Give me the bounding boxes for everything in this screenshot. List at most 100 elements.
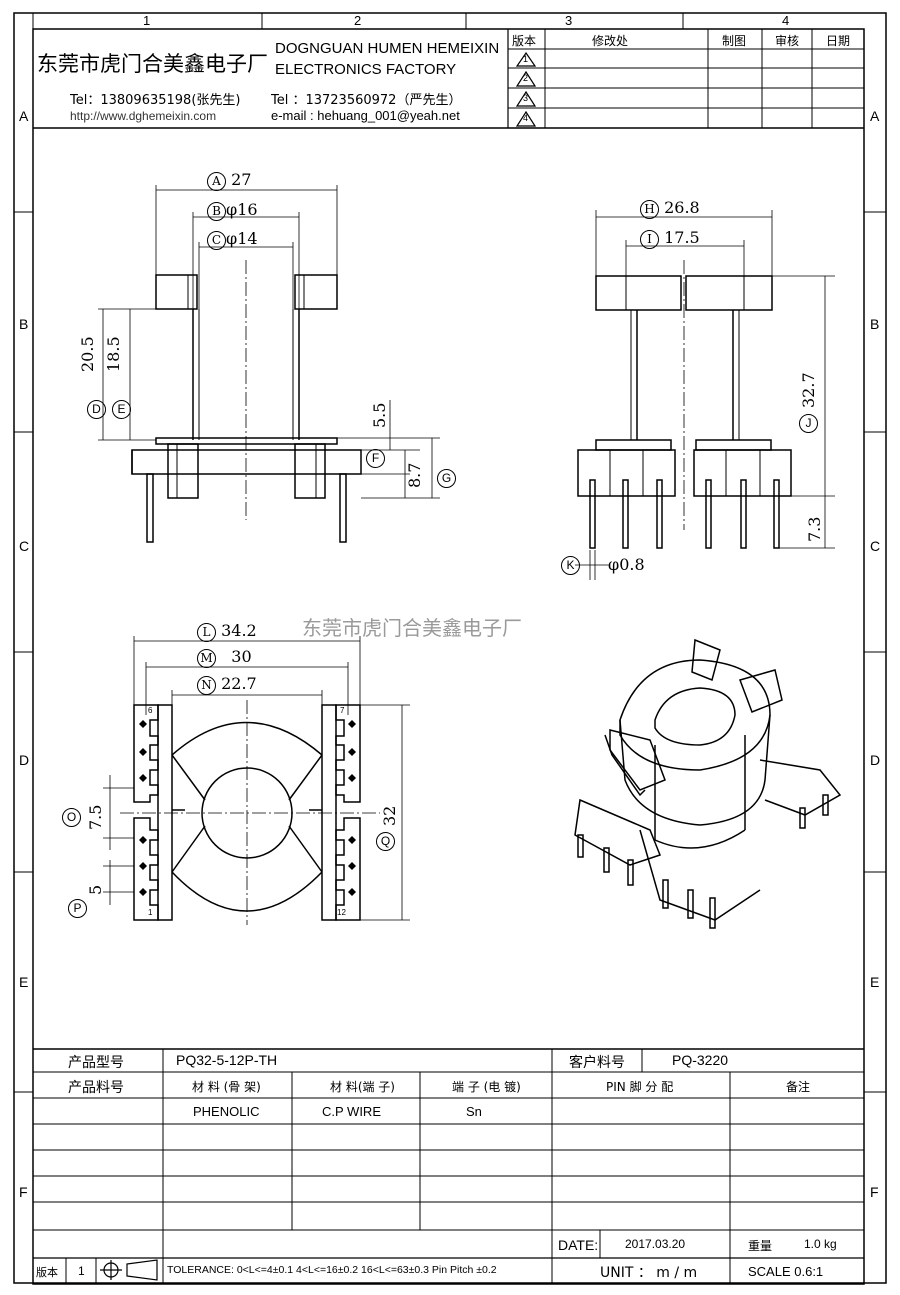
dim-7-3-value: 7.3 [805,516,824,542]
column-ticks [32,13,684,29]
dim-5-5-value: 5.5 [370,402,389,428]
unit-text: UNIT ： m / m [600,1265,698,1281]
customer-label: 客户料号 [569,1055,625,1071]
dim-p-value: 5 [86,884,105,895]
dim-b-value: φ16 [226,200,258,219]
date-value: 2017.03.20 [625,1237,686,1251]
dim-i-value: 17.5 [664,228,700,247]
row-label-f: F [19,1184,28,1200]
pin-number-7: 7 [340,706,345,715]
dim-d-value: 20.5 [78,336,97,372]
bottom-view-dimensions [103,636,410,921]
dim-l-value: 34.2 [221,621,257,640]
rev-header-drawn: 制图 [722,34,747,48]
side-view [577,275,792,549]
pin-number-1: 1 [148,908,153,917]
scale-text: SCALE 0.6:1 [748,1264,824,1279]
row-label-e: E [19,974,29,990]
rev-number-4: 4 [523,113,529,123]
row-label-c-right: C [870,538,881,554]
weight-value: 1.0 kg [804,1237,837,1251]
column-label-2: 2 [354,13,362,28]
model-value: PQ32-5-12P-TH [176,1052,278,1068]
part-label: 产品料号 [68,1080,124,1096]
dim-e-value: 18.5 [104,336,123,372]
model-label: 产品型号 [68,1055,124,1071]
isometric-view [574,638,842,929]
company-name-en-2: ELECTRONICS FACTORY [275,61,457,78]
row-ticks [14,211,886,1093]
dim-k-value: φ0.8 [608,555,645,574]
rev-header-change: 修改处 [592,34,629,48]
company-name-cn: 东莞市虎门合美鑫电子厂 [37,52,268,76]
row-label-d: D [19,752,30,768]
tolerance-text: TOLERANCE: 0<L<=4±0.1 4<L<=16±0.2 16<L<=… [167,1264,497,1276]
dim-a-badge: A 27 [207,170,251,191]
version-label: 版本 [36,1266,58,1279]
watermark: 东莞市虎门合美鑫电子厂 [302,616,522,640]
pin-assign-label: PIN 脚 分 配 [606,1080,674,1094]
spec-table-grid [33,1048,864,1283]
revision-table-grid [508,29,864,128]
dim-a-value: 27 [231,170,252,189]
version-value: 1 [78,1264,85,1278]
front-view-dimensions [98,185,440,499]
customer-value: PQ-3220 [672,1052,729,1068]
rev-number-3: 3 [523,93,529,103]
material-pin-value: C.P WIRE [322,1104,381,1119]
row-label-d-right: D [870,752,881,768]
dim-m-value: 30 [231,647,252,666]
pin-number-12: 12 [337,908,346,917]
rev-number-1: 1 [523,54,529,64]
company-name-en-1: DOGNGUAN HUMEN HEMEIXIN [275,40,500,57]
column-label-1: 1 [143,13,151,28]
remark-label: 备注 [786,1080,811,1094]
revision-triangles [515,51,537,127]
rev-header-date: 日期 [826,34,851,48]
side-view-dimensions [575,210,835,580]
terminal-label: 端 子 (电 镀) [452,1080,521,1094]
column-label-4: 4 [782,13,790,28]
dim-n-value: 22.7 [221,674,257,693]
dim-k-badge: K [561,556,580,575]
dim-j-badge: J [799,414,818,433]
rev-header-version: 版本 [512,34,537,48]
dim-d-badge: D [87,400,106,419]
email-link[interactable]: e-mail : hehuang_001@yeah.net [271,108,460,123]
material-bobbin-value: PHENOLIC [193,1104,260,1119]
dim-l-badge: L 34.2 [197,621,257,642]
terminal-value: Sn [466,1104,482,1119]
dim-n-badge: N 22.7 [197,674,257,695]
material-bobbin-label: 材 料 (骨 架) [192,1080,261,1094]
weight-label: 重量 [748,1239,773,1253]
dim-f-value: 8.7 [405,462,424,488]
dim-h-badge: H 26.8 [640,198,700,219]
tel-1: Tel：13809635198(张先生) [70,93,241,108]
rev-number-2: 2 [523,73,529,83]
material-pin-label: 材 料(端 子) [330,1080,395,1094]
row-label-c: C [19,538,30,554]
tel-2: Tel ：13723560972（严先生） [271,93,462,108]
dim-f-badge: F [366,449,385,468]
front-view [131,274,362,543]
projection-symbol [100,1259,158,1281]
row-label-e-right: E [870,974,880,990]
dim-p-badge: P [68,899,87,918]
dim-q-value: 32 [380,805,399,826]
outer-frame [13,12,887,1284]
pin-markers [139,720,356,896]
rev-header-checked: 审核 [775,34,800,48]
column-label-3: 3 [565,13,573,28]
inner-frame [32,28,865,1285]
dim-m-badge: M 30 [197,647,252,668]
dim-j-value: 32.7 [799,372,818,408]
website-link[interactable]: http://www.dghemeixin.com [70,109,217,123]
row-label-a-right: A [870,108,880,124]
dim-g-badge: G [437,469,456,488]
row-label-b-right: B [870,316,880,332]
row-label-b: B [19,316,29,332]
dim-e-badge: E [112,400,131,419]
